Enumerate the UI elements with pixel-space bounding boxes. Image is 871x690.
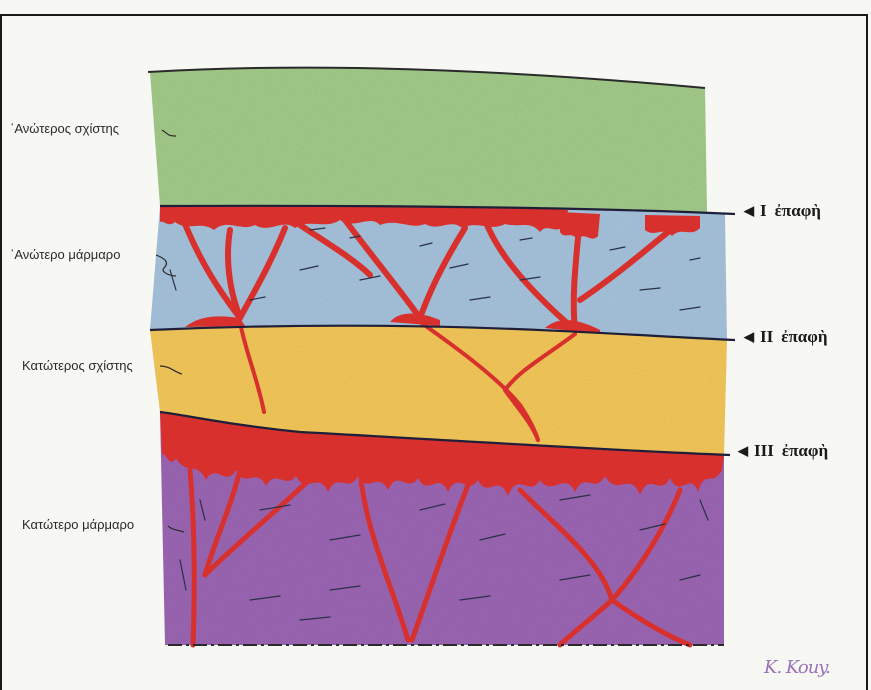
arrow-left-icon: ◀ (744, 329, 754, 344)
label-lower-schist: Κατώτερος σχίστης (22, 358, 133, 373)
label-lower-marble: Κατώτερο μάρμαρο (22, 517, 134, 532)
label-upper-marble: ᾽Ανώτερο μάρμαρο (10, 247, 120, 262)
layer-upper-schist (150, 68, 707, 212)
artist-signature: K. Kouy. (764, 657, 830, 678)
arrow-left-icon: ◀ (744, 203, 754, 218)
label-upper-schist: ᾽Ανώτερος σχίστης (10, 121, 119, 136)
arrow-left-icon: ◀ (738, 443, 748, 458)
